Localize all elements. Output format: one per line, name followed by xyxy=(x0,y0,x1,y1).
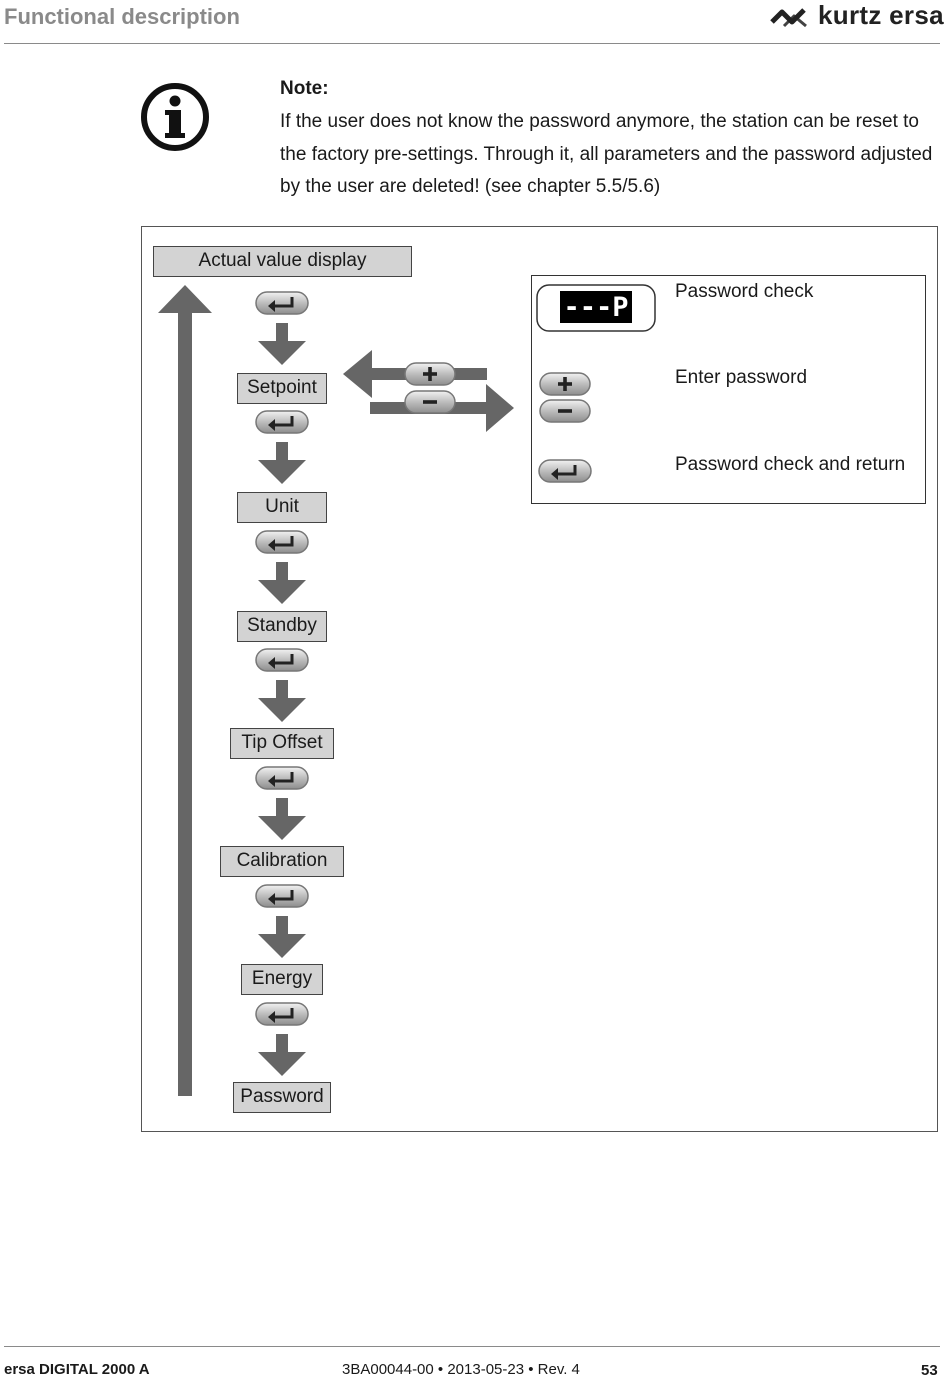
brand-name: kurtz ersa xyxy=(818,0,944,30)
menu-item-energy: Energy xyxy=(241,964,323,995)
note-title: Note: xyxy=(280,78,329,99)
down-arrow-icon xyxy=(258,323,306,365)
kurtz-ersa-logo-icon xyxy=(770,8,807,28)
legend-label-enter-password: Enter password xyxy=(675,367,808,388)
return-arrow xyxy=(158,285,212,1096)
menu-item-password: Password xyxy=(233,1082,331,1113)
footer-document-info: 3BA00044-00 • 2013-05-23 • Rev. 4 xyxy=(342,1361,580,1378)
menu-item-setpoint: Setpoint xyxy=(237,373,327,404)
password-menu-diagram xyxy=(141,226,938,1132)
enter-key-icon xyxy=(254,409,310,435)
page-number: 53 xyxy=(921,1362,938,1379)
down-arrow-icon xyxy=(258,798,306,840)
plus-key-icon xyxy=(404,362,456,386)
down-arrow-icon xyxy=(258,1034,306,1076)
menu-item-actual-value-display: Actual value display xyxy=(153,246,412,277)
footer-product: ersa DIGITAL 2000 A xyxy=(4,1361,150,1378)
menu-item-standby: Standby xyxy=(237,611,327,642)
enter-key-icon xyxy=(254,883,310,909)
enter-key-icon xyxy=(254,765,310,791)
down-arrow-icon xyxy=(258,916,306,958)
enter-key-icon xyxy=(254,647,310,673)
minus-key-icon xyxy=(404,390,456,414)
down-arrow-icon xyxy=(258,562,306,604)
footer-divider xyxy=(4,1346,940,1347)
header-divider xyxy=(4,43,940,44)
section-title: Functional description xyxy=(4,4,240,29)
info-icon xyxy=(141,83,209,151)
menu-item-tip-offset: Tip Offset xyxy=(230,728,334,759)
menu-item-unit: Unit xyxy=(237,492,327,523)
menu-item-calibration: Calibration xyxy=(220,846,344,877)
note-text: If the user does not know the password a… xyxy=(280,111,933,197)
enter-key-icon xyxy=(254,529,310,555)
enter-key-icon xyxy=(254,1001,310,1027)
enter-key-icon xyxy=(254,290,310,316)
down-arrow-icon xyxy=(258,680,306,722)
legend-label-password-check-return: Password check and return xyxy=(675,454,906,475)
down-arrow-icon xyxy=(258,442,306,484)
legend-label-password-check: Password check xyxy=(675,281,814,302)
